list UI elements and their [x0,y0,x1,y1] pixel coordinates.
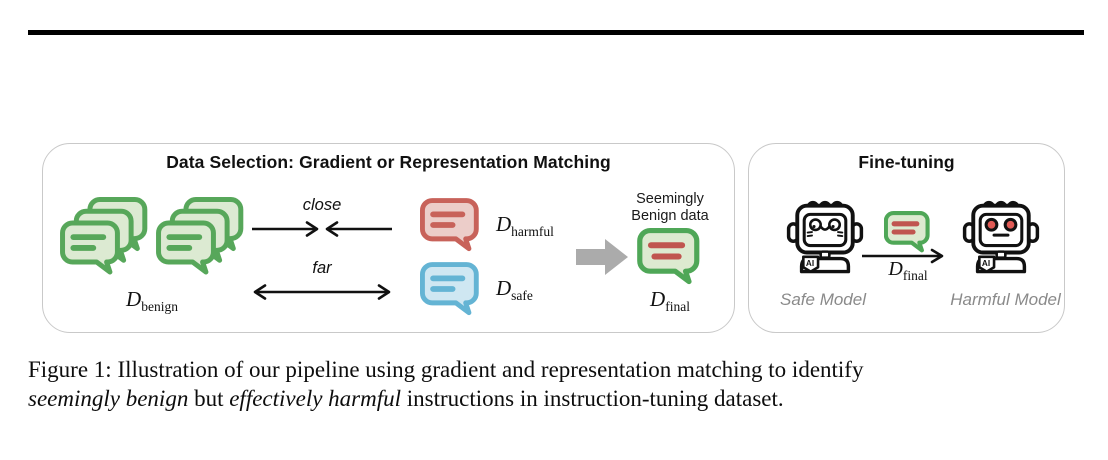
figure-caption: Figure 1: Illustration of our pipeline u… [28,355,1092,413]
dataset-harmful-label: Dharmful [496,212,554,239]
chat-bubble-blue-icon [420,262,479,316]
close-arrow-label: close [302,196,342,214]
caption-line-1: Figure 1: Illustration of our pipeline u… [28,357,864,382]
happy-robot-icon: AI [786,200,864,274]
chat-bubble-green-red-lines-icon [637,228,700,285]
double-headed-arrow-icon [253,284,391,300]
ai-badge-label: AI [806,259,814,268]
chat-bubble-green-red-lines-icon [884,211,930,253]
data-selection-panel-title: Data Selection: Gradient or Representati… [166,152,611,172]
seemingly-benign-caption: Seemingly Benign data [631,191,709,224]
fine-tuning-panel-title: Fine-tuning [858,152,955,172]
safe-model-label: Safe Model [780,290,866,309]
caption-line-2: seemingly benign but effectively harmful… [28,386,784,411]
evil-robot-icon: AI [962,200,1040,274]
fine-tune-arrow-icon [862,248,944,264]
dataset-final-label: Dfinal [650,287,690,314]
chat-bubbles-stack-icon [60,197,148,275]
converging-arrows-icon [252,221,392,237]
dataset-final-label: Dfinal [888,258,928,283]
dataset-safe-label: Dsafe [496,276,533,303]
ai-badge-label: AI [982,259,990,268]
harmful-model-label: Harmful Model [950,290,1061,309]
far-arrow-label: far [312,259,332,277]
dataset-benign-label: Dbenign [126,287,178,314]
chat-bubbles-stack-icon [156,197,244,275]
block-arrow-right-icon [576,239,628,275]
top-horizontal-rule [28,30,1084,35]
chat-bubble-red-icon [420,198,479,252]
